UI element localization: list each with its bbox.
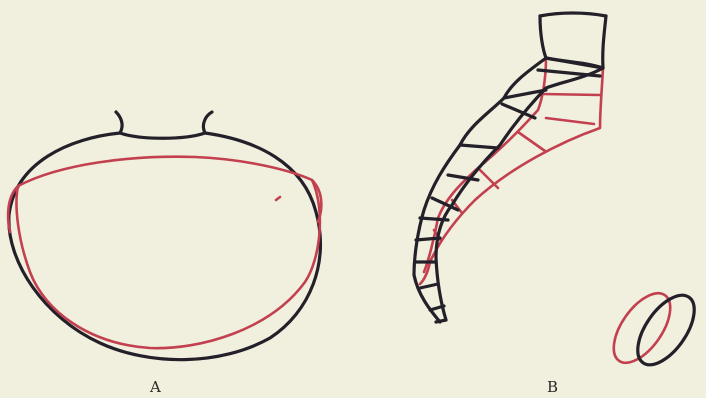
oval-red xyxy=(603,284,682,372)
figure-a-red-tick xyxy=(276,197,280,200)
figure-b xyxy=(414,13,606,322)
figure-b-red-outline xyxy=(420,58,603,284)
figure-b-caption: B xyxy=(547,378,559,396)
figure-a xyxy=(8,112,321,360)
oval-pair xyxy=(603,284,706,374)
figure-a-caption: A xyxy=(150,378,162,396)
figure-a-neck xyxy=(116,112,212,138)
figure-b-black-dividers xyxy=(416,58,603,322)
oval-black xyxy=(627,286,706,374)
